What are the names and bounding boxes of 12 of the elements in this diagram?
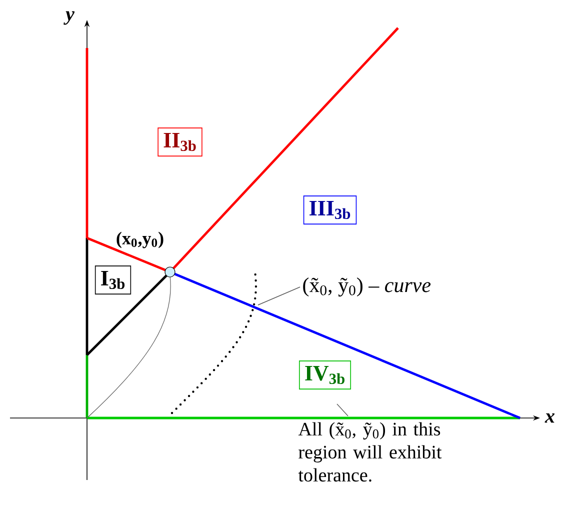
note-text: All (x̃$_{0}$, ỹ$_{0}$) in this region will exhibit tolerance. <box>298 422 442 482</box>
point-marker <box>164 266 176 278</box>
axis-label: y <box>64 11 74 25</box>
point-label: (x$_{0}$,y$_{0}$) <box>116 232 164 248</box>
region-label-box: II$_{3b}$ <box>158 128 202 156</box>
curve-label: (x̃$_{0}$, ỹ$_{0}$) – curve <box>303 277 431 297</box>
region-label-box: I$_{3b}$ <box>94 266 132 294</box>
leader-line <box>258 286 300 306</box>
axis-label: x <box>544 413 554 423</box>
region-label-box: III$_{3b}$ <box>303 196 357 224</box>
region-label-box: IV$_{3b}$ <box>299 360 351 390</box>
leader-line <box>336 404 348 416</box>
